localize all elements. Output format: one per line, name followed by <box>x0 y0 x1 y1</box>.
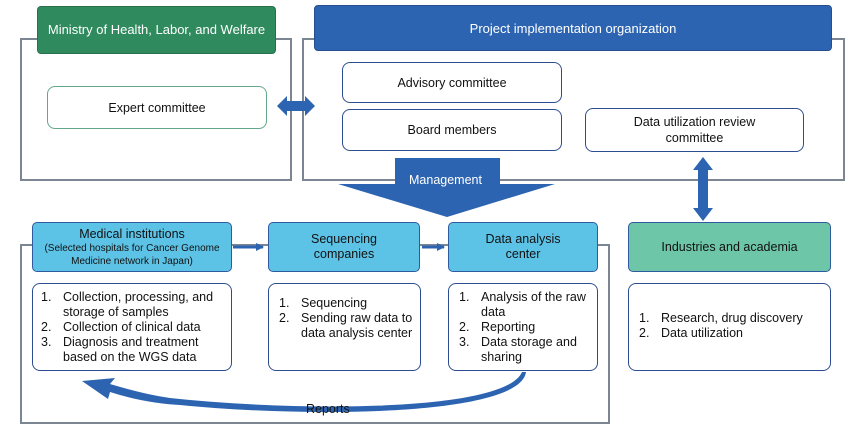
ministry-title: Ministry of Health, Labor, and Welfare <box>47 22 266 37</box>
medical-subtitle: (Selected hospitals for Cancer Genome Me… <box>44 242 220 267</box>
sequencing-header: Sequencing companies <box>268 222 420 272</box>
review-industries-double-arrow <box>693 157 713 221</box>
list-item: 1.Analysis of the raw data <box>459 290 586 319</box>
list-item: 2.Reporting <box>459 320 536 334</box>
list-item: 3.Data storage and sharing <box>459 335 577 364</box>
project-header: Project implementation organization <box>314 5 832 51</box>
expert-committee-box: Expert committee <box>47 86 267 129</box>
data-review-committee-box: Data utilization review committee <box>585 108 804 152</box>
reports-curved-arrow <box>82 372 526 412</box>
sequencing-title: Sequencing companies <box>310 232 378 261</box>
industries-header: Industries and academia <box>628 222 831 272</box>
project-title: Project implementation organization <box>469 20 677 36</box>
data-review-committee-label: Data utilization review committee <box>633 115 756 145</box>
list-item: 2.Data utilization <box>639 326 743 340</box>
list-item: 2.Collection of clinical data <box>41 320 201 334</box>
ministry-project-double-arrow <box>277 96 315 116</box>
management-label: Management <box>409 173 482 187</box>
expert-committee-label: Expert committee <box>108 100 206 115</box>
list-item: 1.Collection, processing, and storage of… <box>41 290 214 319</box>
management-arrow <box>338 158 555 217</box>
analysis-header: Data analysis center <box>448 222 598 272</box>
ministry-header: Ministry of Health, Labor, and Welfare <box>37 6 276 54</box>
sequencing-tasks-box: 1.Sequencing 2.Sending raw data to data … <box>268 283 421 371</box>
list-item: 1.Sequencing <box>279 296 368 310</box>
medical-header: Medical institutions (Selected hospitals… <box>32 222 232 272</box>
medical-title: Medical institutions <box>79 226 185 241</box>
industries-tasks-box: 1.Research, drug discovery 2.Data utiliz… <box>628 283 831 371</box>
advisory-committee-box: Advisory committee <box>342 62 562 103</box>
industries-title: Industries and academia <box>661 240 798 254</box>
analysis-title: Data analysis center <box>485 232 561 261</box>
list-item: 1.Research, drug discovery <box>639 311 803 325</box>
analysis-tasks-box: 1.Analysis of the raw data 2.Reporting 3… <box>448 283 598 371</box>
list-item: 3.Diagnosis and treatment based on the W… <box>41 335 199 364</box>
reports-label: Reports <box>306 402 350 416</box>
medical-tasks-box: 1.Collection, processing, and storage of… <box>32 283 232 371</box>
board-members-label: Board members <box>407 123 497 137</box>
advisory-committee-label: Advisory committee <box>397 75 507 90</box>
list-item: 2.Sending raw data to data analysis cent… <box>279 311 413 340</box>
board-members-box: Board members <box>342 109 562 151</box>
